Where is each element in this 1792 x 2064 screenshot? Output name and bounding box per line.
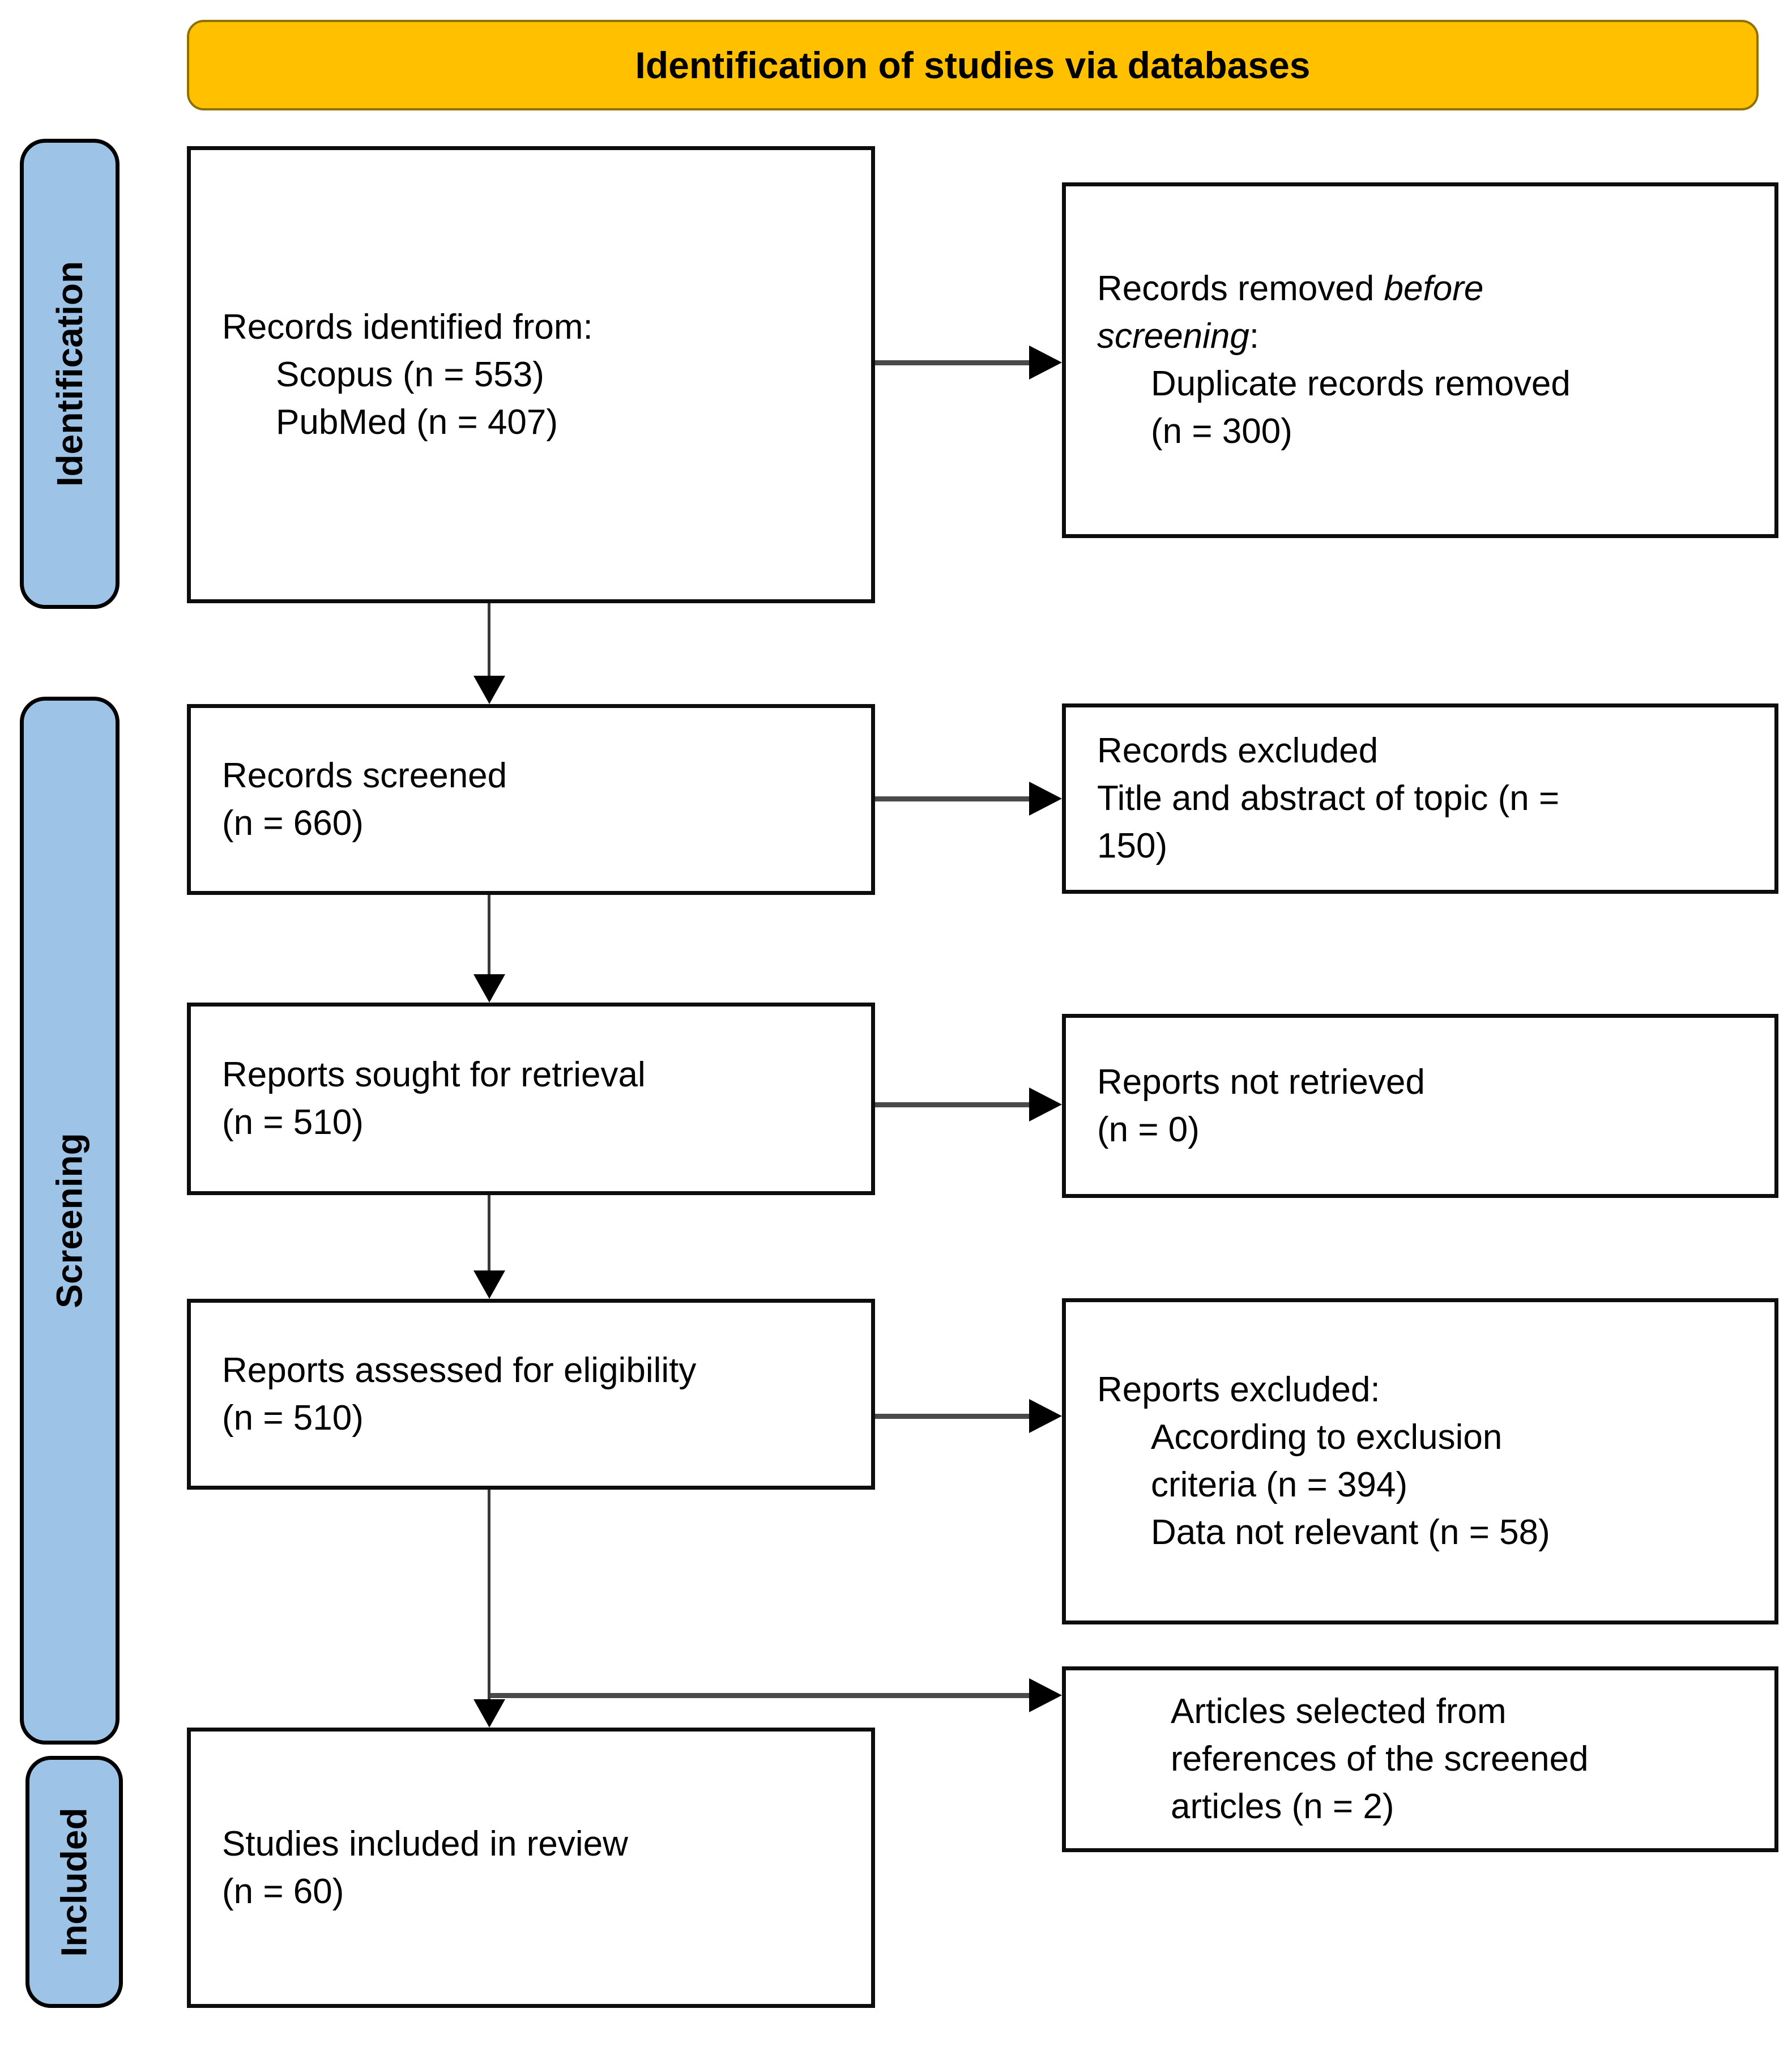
box-line: PubMed (n = 407) xyxy=(276,402,558,442)
arrow-screened-to-sought-head-icon xyxy=(473,974,505,1003)
arrow-assessed-to-included-line xyxy=(488,1490,490,1699)
header-title: Identification of studies via databases xyxy=(635,44,1311,86)
arrow-assessed-to-included-head-icon xyxy=(473,1699,505,1728)
arrow-branch-to-articles-line xyxy=(489,1693,1029,1698)
arrow-assessed-to-repexcluded-line xyxy=(875,1414,1029,1419)
box-line: (n = 510) xyxy=(222,1398,364,1438)
box-line: Studies included in review xyxy=(222,1824,628,1863)
box-line: references of the screened xyxy=(1171,1739,1589,1779)
arrow-identified-to-removed-head-icon xyxy=(1029,346,1062,379)
phase-label-text: Screening xyxy=(49,1133,90,1308)
box-studies-included: Studies included in review (n = 60) xyxy=(187,1728,875,2008)
arrow-sought-to-assessed-head-icon xyxy=(473,1270,505,1299)
phase-label-identification: Identification xyxy=(20,139,120,609)
box-line: Articles selected from xyxy=(1171,1692,1507,1731)
phase-label-screening: Screening xyxy=(20,697,120,1745)
box-reports-sought: Reports sought for retrieval (n = 510) xyxy=(187,1003,875,1195)
box-line: Records identified from: xyxy=(222,307,593,347)
arrow-screened-to-sought-line xyxy=(488,895,490,974)
box-line: Records excluded xyxy=(1097,731,1379,770)
box-line: criteria (n = 394) xyxy=(1151,1465,1408,1504)
box-line: Reports not retrieved xyxy=(1097,1062,1425,1102)
arrow-identified-to-screened-line xyxy=(488,603,490,678)
arrow-identified-to-screened-head-icon xyxy=(473,676,505,704)
box-line: (n = 660) xyxy=(222,803,364,843)
box-line: (n = 0) xyxy=(1097,1110,1200,1149)
box-reports-excluded: Reports excluded: According to exclusion… xyxy=(1062,1298,1778,1624)
box-line: According to exclusion xyxy=(1151,1418,1503,1457)
box-line: (n = 300) xyxy=(1151,412,1292,451)
arrow-assessed-to-repexcluded-head-icon xyxy=(1029,1399,1062,1433)
box-records-screened: Records screened (n = 660) xyxy=(187,704,875,895)
arrow-screened-to-excluded-line xyxy=(875,796,1029,801)
arrow-sought-to-assessed-line xyxy=(488,1195,490,1270)
arrow-screened-to-excluded-head-icon xyxy=(1029,782,1062,816)
box-line: Records screened xyxy=(222,756,507,795)
phase-label-included: Included xyxy=(25,1756,123,2008)
box-line: Duplicate records removed xyxy=(1151,364,1571,403)
box-line: (n = 60) xyxy=(222,1871,344,1911)
box-line: Title and abstract of topic (n = xyxy=(1097,779,1560,818)
box-line: Records removed before xyxy=(1097,269,1484,308)
box-line: Reports sought for retrieval xyxy=(222,1055,646,1094)
box-line: screening: xyxy=(1097,317,1260,356)
box-articles-selected: Articles selected from references of the… xyxy=(1062,1666,1778,1852)
box-records-excluded: Records excluded Title and abstract of t… xyxy=(1062,703,1778,894)
arrow-branch-to-articles-head-icon xyxy=(1029,1678,1062,1712)
box-reports-not-retrieved: Reports not retrieved (n = 0) xyxy=(1062,1014,1778,1198)
box-line: Reports excluded: xyxy=(1097,1370,1380,1409)
phase-label-text: Included xyxy=(54,1807,95,1957)
box-line: Data not relevant (n = 58) xyxy=(1151,1513,1550,1552)
box-reports-assessed: Reports assessed for eligibility (n = 51… xyxy=(187,1299,875,1490)
header-banner: Identification of studies via databases xyxy=(187,20,1759,110)
box-line: Reports assessed for eligibility xyxy=(222,1350,697,1390)
arrow-sought-to-notretrieved-line xyxy=(875,1102,1029,1107)
arrow-sought-to-notretrieved-head-icon xyxy=(1029,1088,1062,1121)
box-records-identified: Records identified from: Scopus (n = 553… xyxy=(187,146,875,603)
box-line: (n = 510) xyxy=(222,1103,364,1142)
box-line: 150) xyxy=(1097,826,1168,865)
box-line: articles (n = 2) xyxy=(1171,1787,1394,1826)
phase-label-text: Identification xyxy=(49,261,90,487)
box-records-removed: Records removed before screening: Duplic… xyxy=(1062,182,1778,538)
box-line: Scopus (n = 553) xyxy=(276,355,544,394)
arrow-identified-to-removed-line xyxy=(875,360,1029,365)
